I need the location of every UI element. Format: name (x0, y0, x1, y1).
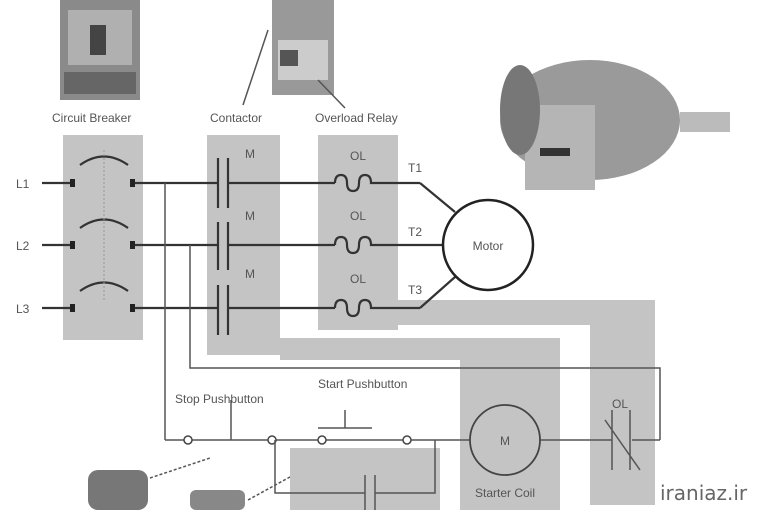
terminal-label: T2 (408, 225, 422, 239)
stop-pushbutton-label: Stop Pushbutton (175, 392, 264, 406)
motor-label: Motor (473, 239, 504, 253)
starter-coil-band (460, 338, 560, 510)
stop-pointer (149, 457, 211, 479)
power-lines: L1 L2 L3 M M M OL OL OL T1 T2 T3 (16, 147, 456, 335)
overload-pointer (317, 79, 346, 109)
motor-leads (419, 182, 456, 309)
seal-in-contact (274, 440, 436, 510)
stop-terminal (183, 435, 193, 445)
start-pushbutton-label: Start Pushbutton (318, 377, 407, 391)
contactor-label: Contactor (210, 111, 262, 125)
contact-label: M (245, 267, 255, 281)
watermark: iraniaz.ir (660, 481, 748, 505)
starter-coil-label: Starter Coil (475, 486, 535, 500)
circuit-breaker-label: Circuit Breaker (52, 111, 131, 125)
contact-label: M (245, 209, 255, 223)
overload-band (318, 135, 398, 330)
line-wires (42, 181, 73, 310)
circuit-breaker-photo (60, 0, 140, 100)
control-circuit: Stop Pushbutton Start Pushbutton M Start… (164, 183, 661, 510)
control-feed-wires (164, 183, 661, 440)
line-label: L3 (16, 302, 30, 316)
contactor-overload-photo (272, 0, 334, 95)
motor-photo (500, 60, 730, 190)
start-terminal (317, 435, 327, 445)
overload-relay-label: Overload Relay (315, 111, 398, 125)
overload-label: OL (350, 272, 366, 286)
overload-heaters (333, 173, 443, 318)
circuit-breaker-band (63, 135, 143, 340)
pushbutton-actuators (230, 400, 372, 440)
line-label: L1 (16, 177, 30, 191)
overload-contact-band (590, 300, 655, 505)
starter-coil-symbol (469, 404, 541, 476)
contact-label: M (245, 147, 255, 161)
overload-label: OL (350, 209, 366, 223)
motor-symbol: Motor (441, 198, 535, 292)
ol-contact-label: OL (612, 397, 628, 411)
pushbutton-photos (88, 470, 245, 510)
contactor-contacts (216, 158, 230, 335)
terminal-label: T3 (408, 283, 422, 297)
line-label: L2 (16, 239, 30, 253)
terminal-label: T1 (408, 161, 422, 175)
phase-wires (135, 181, 335, 310)
stop-terminal (267, 435, 277, 445)
contactor-pointer (242, 29, 269, 106)
overload-label: OL (350, 149, 366, 163)
ol-contact-symbol (604, 410, 641, 471)
start-terminal (402, 435, 412, 445)
coil-symbol-label: M (500, 434, 510, 448)
